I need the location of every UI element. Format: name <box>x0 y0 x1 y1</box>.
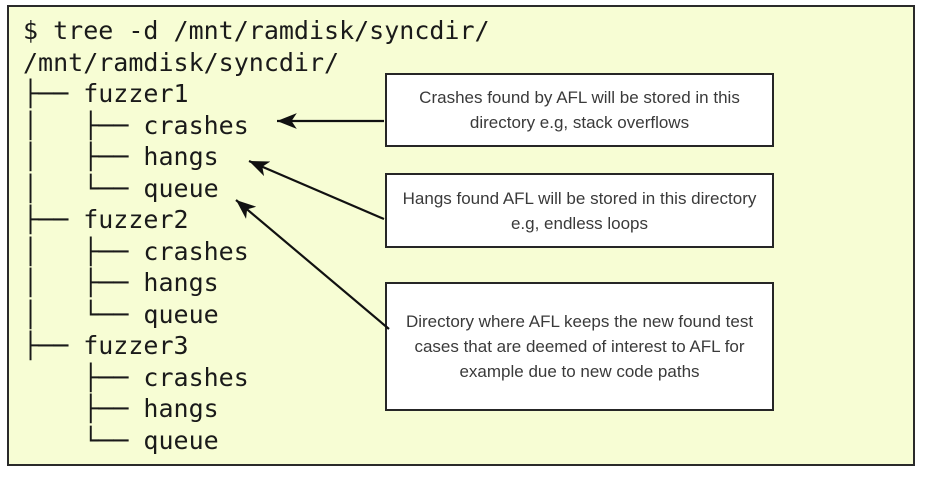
note-hangs-text: Hangs found AFL will be stored in this d… <box>402 188 757 233</box>
note-queue-text: Directory where AFL keeps the new found … <box>405 312 754 381</box>
terminal-tree-listing: $ tree -d /mnt/ramdisk/syncdir/ /mnt/ram… <box>23 16 490 455</box>
note-box-crashes: Crashes found by AFL will be stored in t… <box>385 73 774 147</box>
note-box-hangs: Hangs found AFL will be stored in this d… <box>385 173 774 248</box>
note-box-queue: Directory where AFL keeps the new found … <box>385 282 774 411</box>
note-crashes-text: Crashes found by AFL will be stored in t… <box>419 88 740 132</box>
